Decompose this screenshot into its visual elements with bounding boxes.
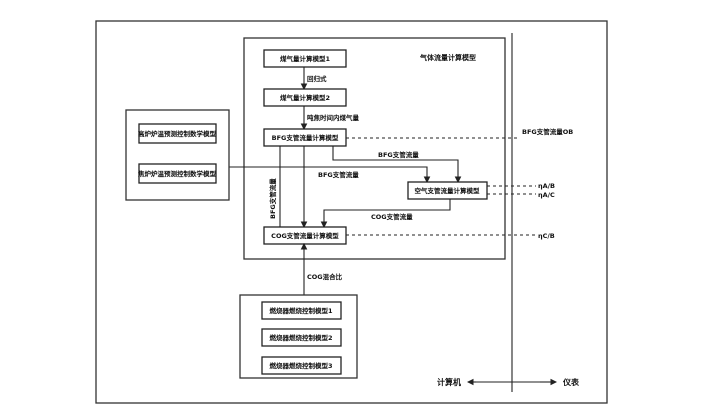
left-model-box-1 — [138, 123, 217, 144]
burner-model-label-2: 燃烧器燃烧控制模型2 — [269, 333, 332, 342]
regression-label: 回归式 — [307, 74, 327, 83]
gas-model-1-label: 煤气量计算模型1 — [280, 54, 331, 63]
arrow-bfg-to-air-2 — [229, 166, 431, 184]
burner-model-label-3: 燃烧器燃烧控制模型3 — [269, 361, 332, 370]
outer-frame — [95, 20, 608, 404]
burner-model-box-3 — [261, 356, 342, 375]
air-branch-model-label: 空气支管流量计算模型 — [415, 186, 481, 195]
legend-instrument-label: 仪表 — [562, 377, 580, 387]
cog-flow-label: COG支管流量 — [371, 212, 413, 221]
gas-flow-model-group — [243, 37, 506, 260]
furnace-model-group — [125, 109, 230, 201]
air-branch-model-box — [407, 181, 488, 200]
gas-model-2-label: 煤气量计算模型2 — [280, 93, 330, 102]
burner-model-label-1: 燃烧器燃烧控制模型1 — [269, 306, 333, 315]
arrow-air-to-cog — [320, 199, 451, 229]
legend-computer-label: 计算机 — [437, 377, 461, 387]
cog-branch-model-label: COG支管流量计算模型 — [271, 231, 339, 240]
eta-ab-label: ηA/B — [538, 182, 555, 190]
gas-per-time-label: 吨焦时间内煤气量 — [307, 113, 360, 122]
burner-model-box-2 — [261, 328, 342, 347]
burner-model-box-1 — [261, 301, 342, 320]
left-model-label-1: 高炉炉温预测控制数学模型 — [138, 129, 217, 138]
cog-mix-ratio-label: COG混合比 — [307, 272, 343, 281]
burner-control-group — [239, 294, 358, 379]
bfg-flow-label-1: BFG支管流量 — [378, 150, 419, 159]
eta-ac-label: ηA/C — [538, 191, 555, 199]
arrow-bfg-to-air-1 — [332, 146, 462, 184]
eta-cb-label: ηC/B — [538, 232, 555, 240]
gas-model-2-box — [263, 88, 347, 107]
bfg-branch-model-label: BFG支管流量计算模型 — [272, 133, 339, 142]
bfg-flow-label-2: BFG支管流量 — [318, 170, 359, 179]
bfg-output-label: BFG支管流量OB — [522, 127, 573, 136]
model-group-title: 气体流量计算模型 — [419, 53, 476, 62]
left-model-box-2 — [138, 163, 217, 184]
left-model-label-2: 焦炉炉温预测控制数学模型 — [137, 169, 217, 178]
gas-model-1-box — [263, 49, 347, 68]
bfg-flow-vertical-label: BFG支管流量 — [268, 178, 277, 219]
